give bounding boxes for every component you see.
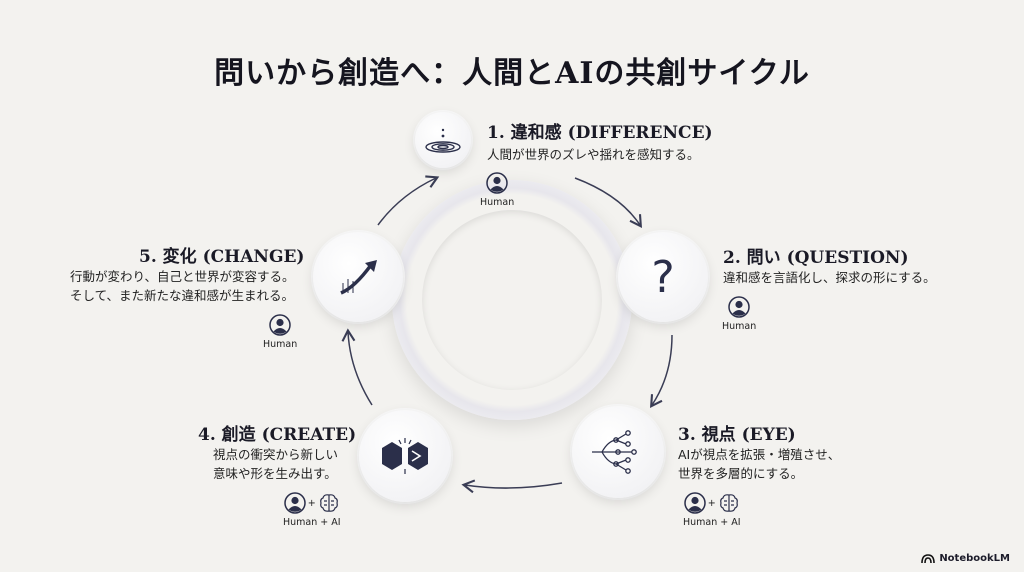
node-eye <box>572 406 664 498</box>
arrow-1-to-2 <box>574 177 643 229</box>
step-1-description: 人間が世界のズレや揺れを感知する。 <box>487 147 700 162</box>
page-title: 問いから創造へ：人間とAIの共創サイクル <box>214 56 810 91</box>
arrow-3-to-4 <box>461 479 563 494</box>
colliding-hexagons-icon <box>382 438 428 474</box>
brain-icon <box>719 494 738 512</box>
plus-sign: + <box>707 497 716 509</box>
step-5-description-line-2: そして、また新たな違和感が生まれる。 <box>70 288 295 303</box>
node-question: ? <box>618 232 708 322</box>
arrow-2-to-3 <box>649 334 673 409</box>
actor-label: Human <box>722 321 757 332</box>
human-icon <box>728 296 750 318</box>
step-5-description-line-1: 行動が変わり、自己と世界が変容する。 <box>70 269 295 284</box>
arrow-5-to-1 <box>377 175 440 226</box>
arrow-4-to-5 <box>341 328 373 406</box>
actor-label: Human + AI <box>683 517 741 528</box>
step-1-heading: 1. 違和感 (DIFFERENCE) <box>487 123 713 143</box>
actor-label: Human <box>263 339 298 350</box>
notebooklm-branding: NotebookLM <box>921 553 1010 564</box>
step-2-description: 違和感を言語化し、探求の形にする。 <box>723 270 936 285</box>
human-icon <box>284 492 306 514</box>
plus-sign: + <box>307 497 316 509</box>
rising-arrow-icon <box>340 260 377 295</box>
step-1-actor: Human <box>480 172 514 208</box>
actor-label: Human + AI <box>283 517 341 528</box>
step-4-description-line-1: 視点の衝突から新しい <box>213 447 339 462</box>
node-difference <box>415 112 471 168</box>
human-icon <box>684 492 706 514</box>
step-3-description-line-2: 世界を多層的にする。 <box>678 466 804 481</box>
actor-label: Human <box>480 197 515 208</box>
human-icon <box>486 172 508 194</box>
step-4-description-line-2: 意味や形を生み出す。 <box>213 466 337 481</box>
step-2-actor: Human <box>722 296 756 332</box>
step-4-actor: + Human + AI <box>283 492 341 528</box>
branching-tree-icon <box>592 430 637 474</box>
node-create <box>359 410 451 502</box>
ripple-icon <box>425 128 461 153</box>
center-ring-hole <box>422 210 602 390</box>
human-icon <box>269 314 291 336</box>
branding-label: NotebookLM <box>939 553 1010 564</box>
step-3-description-line-1: AIが視点を拡張・増殖させ、 <box>678 447 841 462</box>
notebooklm-logo-icon <box>921 553 936 563</box>
step-2-heading: 2. 問い (QUESTION) <box>723 248 909 268</box>
step-5-actor: Human <box>263 314 297 350</box>
node-change <box>313 232 403 322</box>
question-mark-icon: ? <box>651 251 675 303</box>
brain-icon <box>319 494 338 512</box>
step-3-heading: 3. 視点 (EYE) <box>678 425 796 445</box>
step-5-heading: 5. 変化 (CHANGE) <box>139 247 305 267</box>
step-3-actor: + Human + AI <box>683 492 741 528</box>
step-4-heading: 4. 創造 (CREATE) <box>198 425 357 445</box>
